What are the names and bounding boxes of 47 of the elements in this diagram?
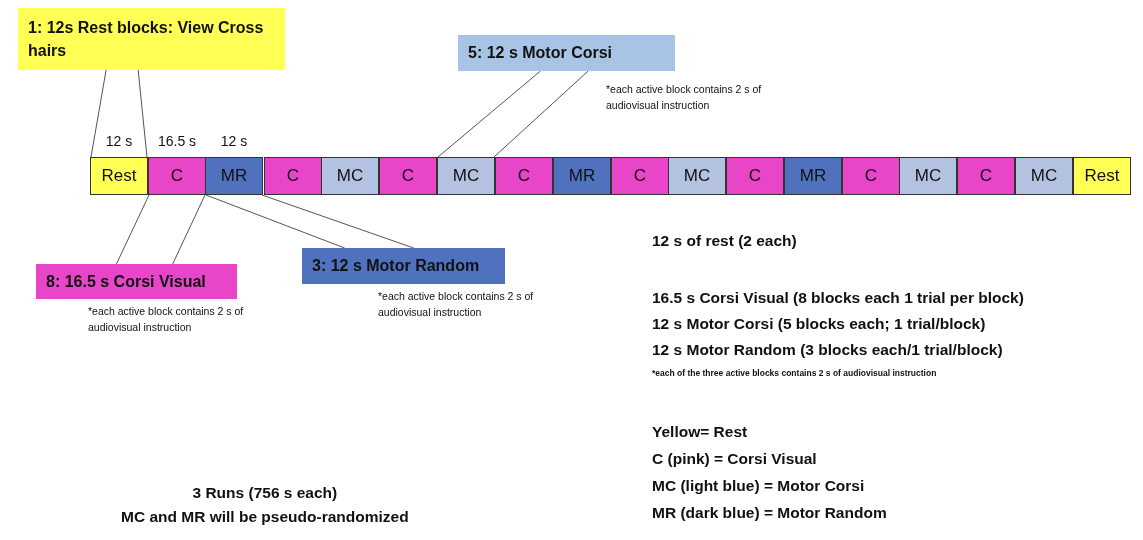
corsi-visual-block: C <box>148 157 206 195</box>
key-text: C (pink) = Corsi Visual <box>652 450 817 468</box>
corsi-visual-block: C <box>726 157 784 195</box>
duration-label: 12 s <box>104 133 134 149</box>
key-text: MR (dark blue) = Motor Random <box>652 504 887 522</box>
motor-corsi-block: MC <box>899 157 957 195</box>
duration-label: 12 s <box>219 133 249 149</box>
motor-random-block: MR <box>205 157 263 195</box>
corsi-visual-block: C <box>957 157 1015 195</box>
motor-corsi-block: MC <box>1015 157 1073 195</box>
note-text: 3 Runs (756 s each) <box>192 484 338 502</box>
callout-box: 5: 12 s Motor Corsi <box>458 35 675 71</box>
motor-corsi-block: MC <box>437 157 495 195</box>
leader-line <box>172 194 206 265</box>
motor-corsi-block: MC <box>321 157 379 195</box>
motor-random-block: MR <box>553 157 611 195</box>
summary-text: 12 s Motor Corsi (5 blocks each; 1 trial/block) <box>652 315 986 333</box>
motor-random-block: MR <box>784 157 842 195</box>
callout-box: 8: 16.5 s Corsi Visual <box>36 264 237 299</box>
callout-box: 3: 12 s Motor Random <box>302 248 505 284</box>
footnote: *each active block contains 2 s of audiovisual instruction <box>606 82 763 113</box>
leader-line <box>261 194 415 249</box>
key-text: Yellow= Rest <box>652 423 748 441</box>
key-text: MC (light blue) = Motor Corsi <box>652 477 865 495</box>
note-text: MC and MR will be pseudo-randomized <box>121 508 409 526</box>
summary-text: 16.5 s Corsi Visual (8 blocks each 1 trial per block) <box>652 289 1024 307</box>
corsi-visual-block: C <box>842 157 900 195</box>
corsi-visual-block: C <box>379 157 437 195</box>
leader-line <box>493 70 589 158</box>
leader-line <box>90 69 107 158</box>
footnote: *each of the three active blocks contains 2 s of audiovisual instruction <box>652 368 937 378</box>
leader-line <box>137 69 148 158</box>
rest-block: Rest <box>1073 157 1131 195</box>
corsi-visual-block: C <box>611 157 669 195</box>
summary-text: 12 s Motor Random (3 blocks each/1 trial/block) <box>652 341 1003 359</box>
leader-line <box>437 70 541 158</box>
leader-line <box>205 194 346 249</box>
leader-line <box>115 194 150 265</box>
callout-box: 1: 12s Rest blocks: View Cross hairs <box>18 8 285 70</box>
duration-label: 16.5 s <box>156 133 198 149</box>
summary-text: 12 s of rest (2 each) <box>652 232 797 250</box>
corsi-visual-block: C <box>264 157 322 195</box>
corsi-visual-block: C <box>495 157 553 195</box>
motor-corsi-block: MC <box>668 157 726 195</box>
rest-block: Rest <box>90 157 148 195</box>
footnote: *each active block contains 2 s of audiovisual instruction <box>378 289 535 320</box>
footnote: *each active block contains 2 s of audiovisual instruction <box>88 304 245 335</box>
